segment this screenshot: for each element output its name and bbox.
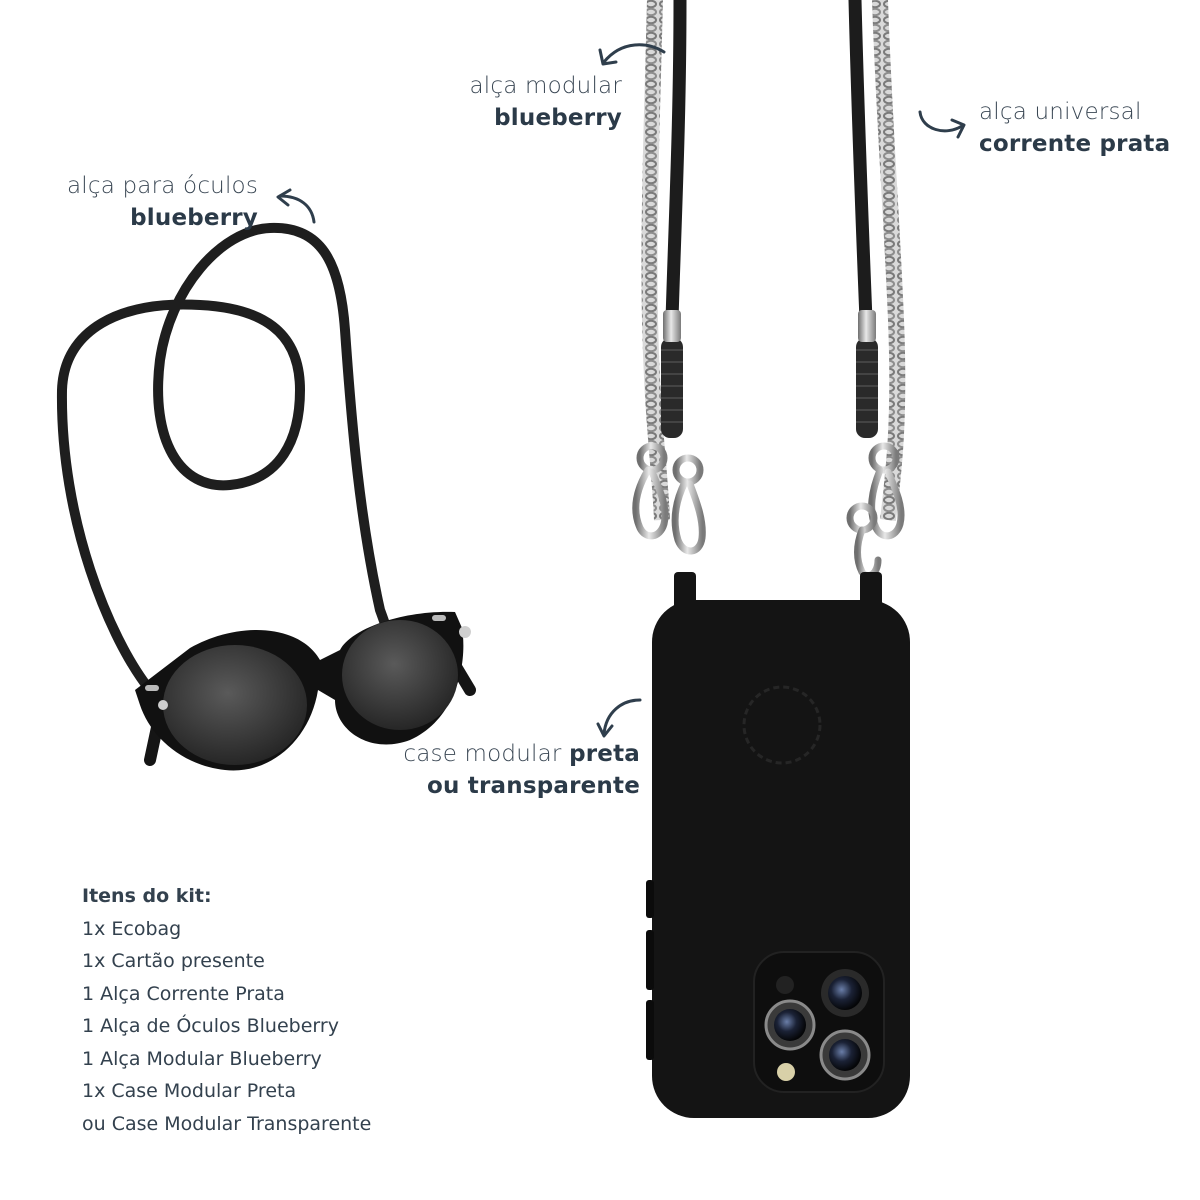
case-label-prefix: case modular <box>403 741 562 767</box>
case-label: case modular preta ou transparente <box>403 738 640 802</box>
modular-strap-label: alça modular blueberry <box>469 70 622 134</box>
case-label-color: preta <box>569 741 640 767</box>
phone-case-icon <box>646 572 910 1118</box>
carabiner-clasps <box>632 442 905 585</box>
kit-items: 1x Ecobag 1x Cartão presente 1 Alça Corr… <box>82 913 371 1141</box>
kit-title: Itens do kit: <box>82 885 212 907</box>
kit-item: ou Case Modular Transparente <box>82 1112 372 1135</box>
glasses-strap-label: alça para óculos blueberry <box>67 170 258 234</box>
universal-strap-label-line1: alça universal <box>979 99 1142 125</box>
kit-item: 1x Ecobag <box>82 917 182 940</box>
modular-strap-cord <box>661 0 878 438</box>
curved-arrow-icon-modular <box>598 43 666 66</box>
kit-item: 1x Case Modular Preta <box>82 1080 297 1102</box>
curved-arrow-icon-universal <box>918 110 966 139</box>
glasses-strap-cord <box>56 222 425 705</box>
universal-strap-label-line2: corrente prata <box>979 131 1171 157</box>
sunglasses-icon <box>135 611 476 771</box>
kit-item: 1 Alça Corrente Prata <box>82 982 285 1005</box>
universal-strap-label: alça universal corrente prata <box>979 96 1170 160</box>
modular-strap-label-line1: alça modular <box>469 73 622 99</box>
curved-arrow-icon-glasses <box>276 188 316 224</box>
glasses-strap-label-line1: alça para óculos <box>66 173 258 199</box>
case-label-line2: ou transparente <box>427 773 640 799</box>
kit-item: 1x Cartão presente <box>82 950 265 972</box>
kit-item: 1 Alça de Óculos Blueberry <box>82 1015 339 1037</box>
kit-item: 1 Alça Modular Blueberry <box>82 1047 322 1070</box>
modular-strap-label-line2: blueberry <box>494 105 622 131</box>
kit-list: Itens do kit: 1x Ecobag 1x Cartão presen… <box>82 880 371 1140</box>
glasses-strap-label-line2: blueberry <box>130 205 258 231</box>
curved-arrow-icon-case <box>596 698 642 738</box>
